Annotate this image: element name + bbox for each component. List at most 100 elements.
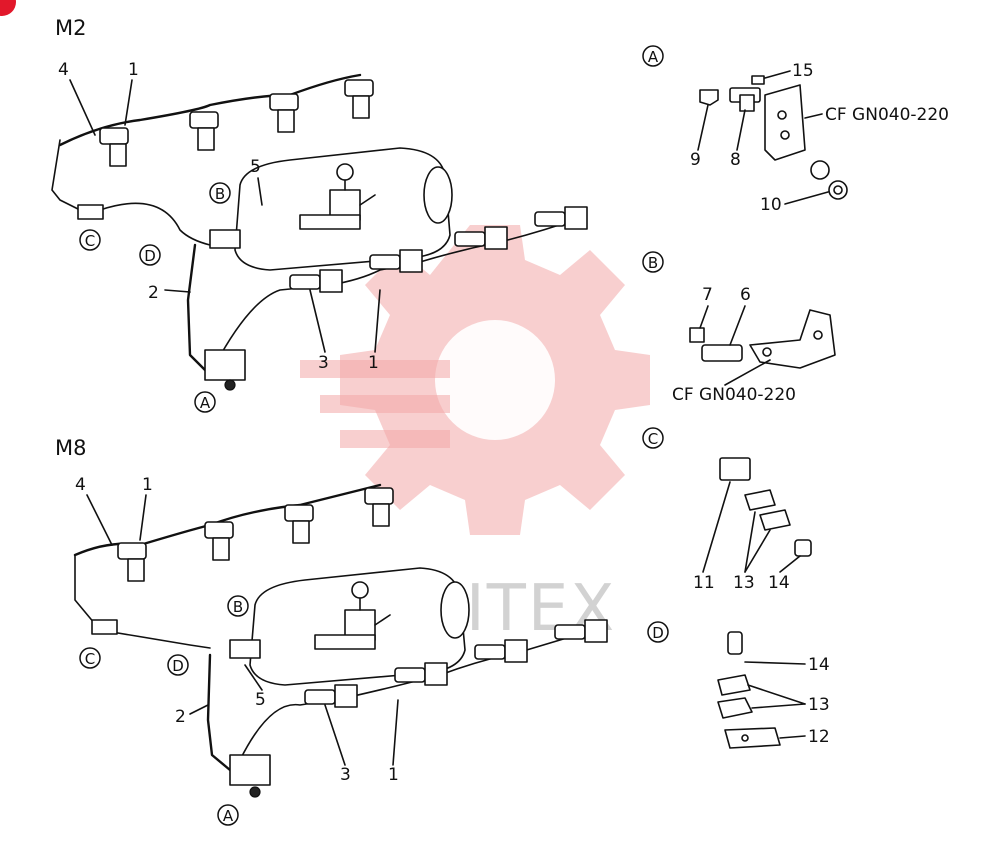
detail-d: D 14 13 12 (647, 621, 830, 749)
marker-a: A (642, 45, 664, 67)
svg-text:B: B (233, 598, 243, 616)
callout-label: 14 (768, 573, 790, 593)
injector (289, 269, 343, 293)
fuel-pipe (99, 202, 211, 246)
clamp (229, 639, 261, 659)
callout-label: 3 (340, 765, 351, 785)
callout-label: 12 (808, 727, 830, 747)
view-m8: M8 (55, 436, 608, 826)
svg-text:D: D (652, 624, 664, 642)
injector (454, 226, 508, 250)
clamp-half (717, 697, 753, 719)
callout-label: 1 (128, 60, 139, 80)
clamp-half (744, 489, 776, 511)
injector (369, 249, 423, 273)
marker-b: B (642, 251, 664, 273)
marker-d: D (167, 654, 189, 676)
callout-label: 4 (58, 60, 69, 80)
marker-c: C (79, 229, 101, 251)
callout-label: 1 (388, 765, 399, 785)
washer (810, 160, 830, 180)
callout-label: 3 (318, 353, 329, 373)
svg-text:D: D (144, 247, 156, 265)
svg-text:C: C (85, 232, 95, 250)
callout-label: 6 (740, 285, 751, 305)
callout-label: 1 (142, 475, 153, 495)
injector (204, 521, 234, 561)
injector (269, 93, 299, 133)
svg-text:A: A (648, 48, 659, 66)
clamp-half (759, 509, 791, 531)
bracket (749, 309, 836, 369)
view-title: M8 (55, 436, 86, 460)
bracket (204, 349, 246, 391)
injector (344, 79, 374, 119)
injector (394, 662, 448, 686)
marker-d: D (139, 244, 161, 266)
fuel-tank (234, 147, 453, 271)
callout-label: 13 (808, 695, 830, 715)
callout-label: 8 (730, 150, 741, 170)
marker-b: B (227, 595, 249, 617)
union (701, 344, 743, 362)
svg-text:B: B (648, 254, 658, 272)
svg-text:A: A (200, 394, 211, 412)
bolt (794, 539, 812, 557)
view-m2: M2 (51, 16, 588, 413)
fuel-tank (249, 567, 470, 686)
injector (474, 639, 528, 663)
watermark-logo (300, 225, 650, 535)
svg-text:C: C (85, 650, 95, 668)
svg-text:B: B (215, 185, 225, 203)
clamp (209, 229, 241, 249)
callout-label: 7 (702, 285, 713, 305)
fuel-pipe (186, 243, 207, 372)
injector (117, 542, 147, 582)
callout-label: 11 (693, 573, 715, 593)
callout-label: 2 (175, 707, 186, 727)
marker-a: A (194, 391, 216, 413)
clamp (91, 619, 118, 635)
marker-d: D (647, 621, 669, 643)
clamp (77, 204, 104, 220)
injector (284, 504, 314, 544)
bolt (727, 631, 743, 655)
fuel-pipe (58, 73, 362, 147)
clip (719, 457, 751, 481)
bracket (229, 754, 271, 798)
marker-c: C (79, 647, 101, 669)
callout-label: 5 (255, 690, 266, 710)
detail-a: A 15 9 8 10 CF GN040-220 (642, 45, 949, 215)
marker-c: C (642, 427, 664, 449)
injector (304, 684, 358, 708)
corner-badge (0, 0, 16, 16)
marker-b: B (209, 182, 231, 204)
callout-label: 13 (733, 573, 755, 593)
injector (99, 127, 129, 167)
callout-label: 1 (368, 353, 379, 373)
injector (534, 206, 588, 230)
elbow-fitting (699, 89, 719, 106)
svg-text:D: D (172, 657, 184, 675)
injector (554, 619, 608, 643)
bolt (689, 327, 705, 343)
svg-text:C: C (648, 430, 658, 448)
svg-text:A: A (223, 807, 234, 825)
callout-label: 4 (75, 475, 86, 495)
marker-a: A (217, 804, 239, 826)
bracket (764, 84, 806, 161)
bolt (751, 75, 765, 85)
view-title: M2 (55, 16, 86, 40)
fuel-pipe (74, 554, 101, 631)
detail-b: B 7 6 CF GN040-220 (642, 251, 836, 405)
detail-note: CF GN040-220 (825, 105, 949, 125)
clamp-half (717, 674, 751, 696)
fuel-pipe (206, 653, 232, 772)
bracket (724, 727, 781, 749)
callout-label: 5 (250, 157, 261, 177)
callout-label: 2 (148, 283, 159, 303)
callout-label: 9 (690, 150, 701, 170)
injector (189, 111, 219, 151)
callout-label: 14 (808, 655, 830, 675)
